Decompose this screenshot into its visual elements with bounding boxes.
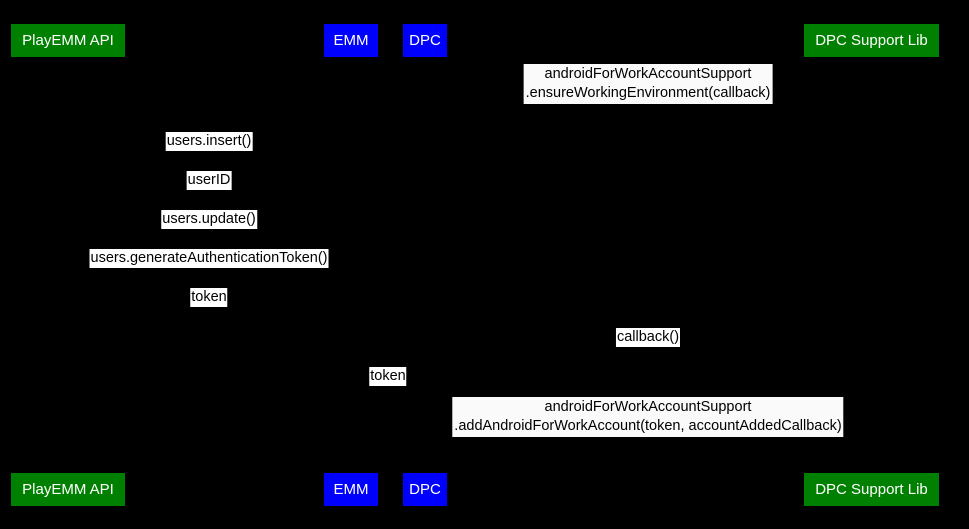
participant-label: DPC Support Lib bbox=[815, 32, 928, 49]
participant-label: DPC bbox=[409, 481, 441, 498]
message-arrow-user-id bbox=[68, 192, 351, 193]
message-arrow-callback bbox=[425, 349, 871, 350]
participant-dpc-support-lib-footer[interactable]: DPC Support Lib bbox=[804, 473, 939, 506]
participant-label: EMM bbox=[333, 481, 369, 498]
message-label-callback: callback() bbox=[615, 328, 681, 348]
participant-dpc-header[interactable]: DPC bbox=[403, 24, 447, 57]
message-label-add-android-for-work-account: androidForWorkAccountSupport .addAndroidF… bbox=[452, 397, 844, 438]
lifeline-playemm-api bbox=[68, 57, 69, 473]
lifeline-dpc bbox=[425, 57, 426, 473]
message-label-line: .addAndroidForWorkAccount(token, account… bbox=[454, 418, 842, 435]
participant-label: EMM bbox=[333, 32, 369, 49]
message-label-line: users.insert() bbox=[166, 133, 252, 149]
message-label-line: androidForWorkAccountSupport bbox=[544, 399, 752, 415]
participant-playemm-api-footer[interactable]: PlayEMM API bbox=[11, 473, 125, 506]
message-label-token-to-dpc: token bbox=[369, 367, 407, 387]
message-label-user-id: userID bbox=[186, 171, 232, 191]
lifeline-emm bbox=[351, 57, 352, 473]
lifeline-dpc-support-lib bbox=[871, 57, 872, 473]
message-label-line: callback() bbox=[616, 329, 680, 345]
message-arrow-users-update bbox=[68, 231, 351, 232]
message-label-ensure-working-environment: androidForWorkAccountSupport .ensureWorki… bbox=[523, 64, 773, 105]
participant-dpc-footer[interactable]: DPC bbox=[403, 473, 447, 506]
participant-playemm-api-header[interactable]: PlayEMM API bbox=[11, 24, 125, 57]
message-label-line: userID bbox=[187, 172, 231, 188]
participant-emm-header[interactable]: EMM bbox=[324, 24, 378, 57]
message-label-users-insert: users.insert() bbox=[165, 132, 253, 152]
participant-dpc-support-lib-header[interactable]: DPC Support Lib bbox=[804, 24, 939, 57]
message-arrow-users-insert bbox=[68, 153, 351, 154]
message-label-line: users.generateAuthenticationToken() bbox=[90, 250, 328, 266]
message-arrow-add-android-for-work-account bbox=[425, 437, 871, 438]
message-label-users-update: users.update() bbox=[161, 210, 257, 230]
participant-emm-footer[interactable]: EMM bbox=[324, 473, 378, 506]
message-arrow-generate-authentication-token bbox=[68, 270, 351, 271]
message-label-line: token bbox=[370, 368, 406, 384]
message-label-line: users.update() bbox=[162, 211, 256, 227]
message-arrow-ensure-working-environment bbox=[425, 104, 871, 105]
message-arrow-token-to-emm bbox=[68, 309, 351, 310]
message-label-line: token bbox=[191, 289, 227, 305]
participant-label: DPC Support Lib bbox=[815, 481, 928, 498]
participant-label: DPC bbox=[409, 32, 441, 49]
message-arrow-token-to-dpc bbox=[351, 388, 425, 389]
message-label-generate-authentication-token: users.generateAuthenticationToken() bbox=[89, 249, 329, 269]
message-label-line: androidForWorkAccountSupport bbox=[544, 66, 752, 82]
participant-label: PlayEMM API bbox=[22, 32, 114, 49]
message-label-token-to-emm: token bbox=[190, 288, 228, 308]
message-label-line: .ensureWorkingEnvironment(callback) bbox=[525, 85, 771, 102]
participant-label: PlayEMM API bbox=[22, 481, 114, 498]
